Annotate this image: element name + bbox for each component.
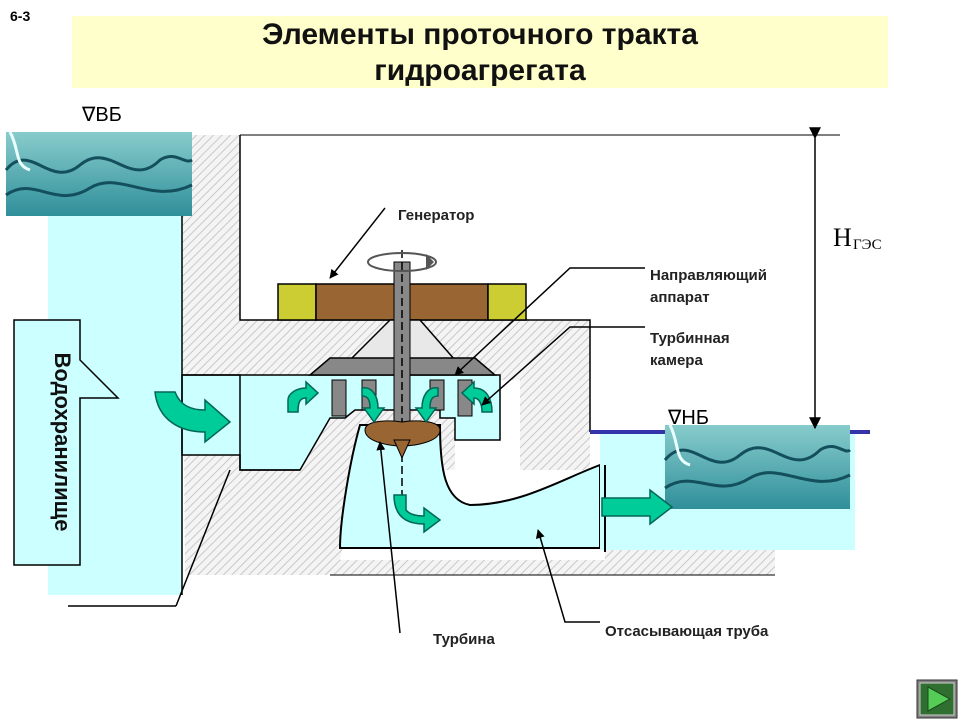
draft-tube-label: Отсасывающая труба xyxy=(605,623,769,640)
flow-arrow-intake-icon xyxy=(154,391,232,444)
head-symbol: H xyxy=(833,223,852,252)
title-banner xyxy=(72,16,888,88)
turbine-label: Турбина xyxy=(433,631,495,648)
flow-arrow-spiral-left-icon xyxy=(287,380,320,413)
slide-number: 6-3 xyxy=(10,8,31,24)
reservoir-callout: Водохранилище xyxy=(13,319,120,566)
upper-level-label: ∇ВБ xyxy=(81,104,122,126)
lower-level-label: ∇НБ xyxy=(667,407,709,429)
title-line-1: Элементы проточного тракта xyxy=(262,18,698,51)
flow-arrow-vane-right-icon xyxy=(414,387,439,424)
rotation-arrow-icon xyxy=(367,252,437,272)
flow-arrow-vane-left-icon xyxy=(361,387,386,424)
next-slide-button[interactable] xyxy=(916,679,958,719)
leader-generator xyxy=(329,207,386,279)
leader-draft-tube xyxy=(535,529,600,623)
play-next-icon xyxy=(916,679,958,719)
guide-apparatus-label-1: Направляющий xyxy=(650,267,767,284)
title-line-2: гидроагрегата xyxy=(374,54,586,87)
head-subscript: ГЭС xyxy=(853,237,882,253)
leader-lines xyxy=(329,207,645,634)
reservoir-label: Водохранилище xyxy=(50,353,75,532)
downstream-wave-icon xyxy=(663,424,852,509)
generator-label: Генератор xyxy=(398,207,474,224)
turbine-chamber-label-1: Турбинная xyxy=(650,330,730,347)
flow-arrow-draft-icon xyxy=(393,494,442,534)
guide-apparatus-label-2: аппарат xyxy=(650,289,710,306)
flow-arrows xyxy=(154,380,674,534)
turbine-chamber-label-2: камера xyxy=(650,352,703,369)
leader-turbine xyxy=(376,441,401,634)
flow-arrow-outlet-icon xyxy=(601,488,674,526)
upstream-wave-icon xyxy=(4,131,193,216)
turbine-runner xyxy=(364,420,441,447)
leader-turbine-chamber xyxy=(481,326,645,406)
leader-guide-apparatus xyxy=(454,267,645,376)
